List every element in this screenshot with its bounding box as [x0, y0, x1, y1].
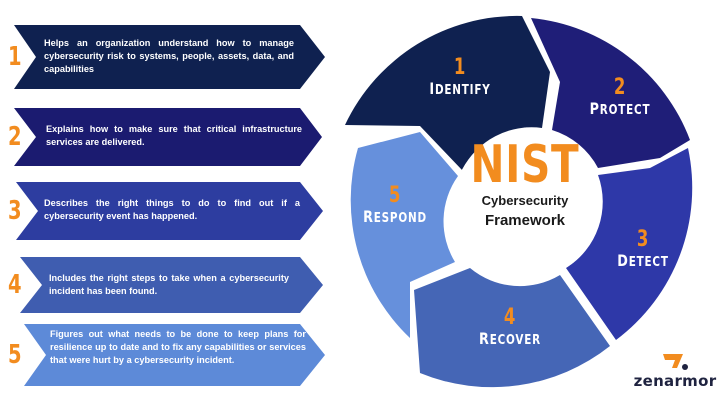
segment-label-identify: 1 IDENTIFY: [415, 56, 505, 100]
segment-number: 3: [636, 227, 650, 252]
step-number: 2: [8, 122, 22, 152]
logo-text: zenarmor: [633, 372, 717, 390]
segment-title: PROTECT: [589, 99, 651, 119]
segment-label-protect: 2 PROTECT: [570, 76, 670, 120]
step-description: Explains how to make sure that critical …: [46, 124, 302, 147]
segment-detect: [566, 148, 693, 340]
arrow-banner: [16, 182, 323, 240]
arrow-banner: [14, 25, 325, 89]
segment-title: RESPOND: [363, 207, 427, 227]
segment-protect: [531, 18, 690, 168]
segment-number: 4: [503, 305, 517, 330]
description-item-protect: 2 Explains how to make sure that critica…: [0, 108, 340, 166]
step-description: Figures out what needs to be done to kee…: [50, 329, 306, 365]
step-number: 3: [8, 196, 22, 226]
center-subtitle-line1: Cybersecurity: [481, 193, 569, 208]
description-item-respond: 5 Figures out what needs to be done to k…: [0, 324, 340, 386]
step-description: Helps an organization understand how to …: [44, 38, 294, 74]
center-circle: [453, 131, 601, 279]
description-item-detect: 3 Describes the right things to do to fi…: [0, 182, 340, 240]
segment-title: DETECT: [617, 251, 669, 271]
segment-label-respond: 5 RESPOND: [345, 184, 445, 228]
step-number: 1: [8, 42, 22, 72]
segment-number: 1: [453, 55, 467, 80]
segment-number: 5: [388, 183, 402, 208]
center-subtitle-line2: Framework: [484, 212, 566, 229]
segment-identify: [345, 15, 550, 170]
segment-respond: [350, 132, 458, 338]
arrow-banner: [14, 108, 322, 166]
description-item-identify: 1 Helps an organization understand how t…: [0, 25, 340, 89]
zenarmor-logo: zenarmor: [630, 350, 720, 390]
segment-label-recover: 4 RECOVER: [460, 306, 560, 350]
arrow-banner: [24, 324, 325, 386]
step-number: 4: [8, 270, 22, 300]
step-description: Includes the right steps to take when a …: [49, 273, 289, 296]
nist-title: NIST: [470, 135, 580, 195]
segment-title: RECOVER: [479, 329, 541, 349]
description-item-recover: 4 Includes the right steps to take when …: [0, 257, 340, 313]
segment-number: 2: [613, 75, 627, 100]
center-title-block: NIST Cybersecurity Framework: [450, 138, 600, 232]
zenarmor-mark-icon: [663, 354, 688, 370]
segment-label-detect: 3 DETECT: [598, 228, 688, 272]
segment-recover: [414, 268, 610, 388]
step-number: 5: [8, 340, 22, 370]
segment-title: IDENTIFY: [429, 79, 491, 99]
description-list: 1 Helps an organization understand how t…: [0, 0, 340, 404]
arrow-banner: [20, 257, 323, 313]
step-description: Describes the right things to do to find…: [44, 198, 300, 221]
